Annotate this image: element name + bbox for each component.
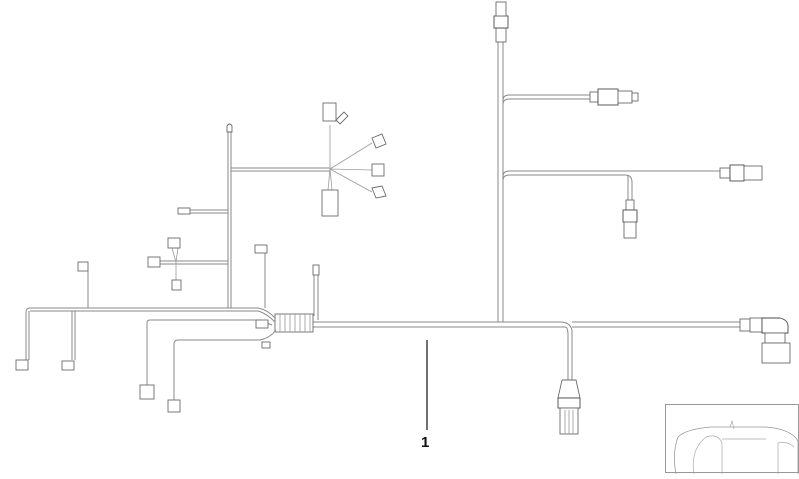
star-junction-upper bbox=[321, 102, 387, 217]
main-harness-trunk bbox=[300, 321, 740, 380]
round-plug-connector bbox=[557, 379, 581, 435]
right-angle-connector bbox=[739, 317, 791, 364]
vehicle-top-view-icon bbox=[674, 419, 799, 475]
corrugated-sleeve bbox=[274, 313, 314, 333]
vehicle-location-inset bbox=[665, 404, 799, 475]
upper-right-branch bbox=[493, 1, 763, 322]
left-harness bbox=[15, 123, 330, 413]
callout-label-1: 1 bbox=[421, 434, 430, 451]
